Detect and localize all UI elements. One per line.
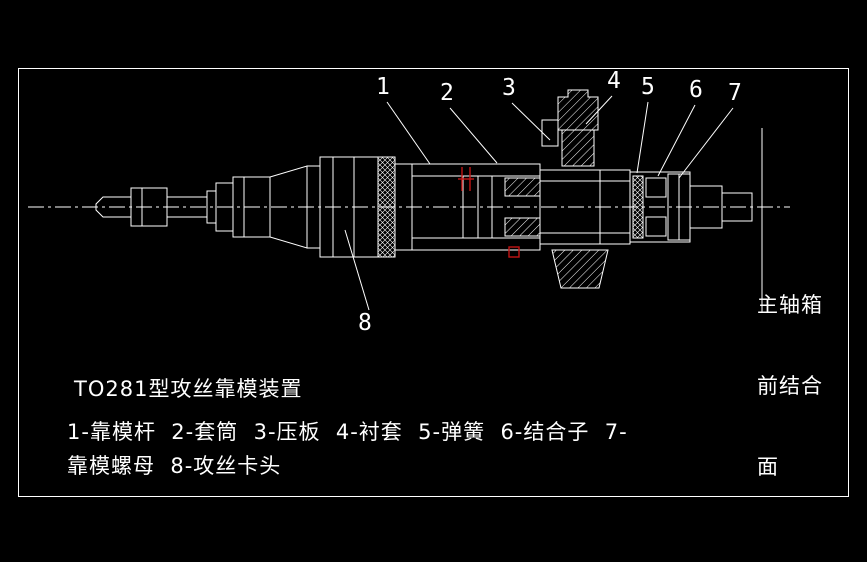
leader-2	[449, 107, 498, 164]
leader-3	[511, 102, 551, 141]
drawing-title: TO281型攻丝靠模装置	[74, 377, 303, 401]
sleeve-body	[411, 163, 541, 251]
part-callout-4: 4	[607, 68, 621, 94]
leader-7	[678, 107, 734, 179]
pressure-plate-and-bushing	[541, 89, 599, 167]
spring-section	[632, 175, 644, 239]
part-callout-6: 6	[689, 77, 703, 103]
joint-face-note: 主轴箱 前结合 面	[757, 238, 837, 535]
leader-1	[386, 101, 431, 165]
leader-6	[657, 104, 696, 177]
joint-face-note-line-2: 前结合	[757, 374, 823, 398]
part-callout-2: 2	[440, 80, 454, 106]
part-callout-5: 5	[641, 74, 655, 100]
joint-face-note-line-3: 面	[757, 455, 779, 479]
part-callout-7: 7	[728, 80, 742, 106]
tapping-chuck	[306, 156, 413, 258]
drawing-border-frame	[18, 68, 849, 497]
leader-lines	[344, 95, 734, 311]
parts-legend-line-1: 1-靠模杆 2-套筒 3-压板 4-衬套 5-弹簧 6-结合子 7-	[67, 420, 628, 444]
leader-8	[344, 229, 370, 311]
end-shaft	[689, 185, 753, 229]
part-callout-1: 1	[376, 74, 390, 100]
parts-legend-line-2: 靠模螺母 8-攻丝卡头	[67, 454, 282, 478]
knurled-ring	[377, 156, 396, 258]
bottom-lug	[551, 249, 609, 289]
part-callout-3: 3	[502, 75, 516, 101]
part-callout-8: 8	[358, 310, 372, 336]
leader-5	[636, 101, 649, 174]
leader-4	[585, 95, 613, 125]
copying-rod	[95, 165, 308, 249]
red-annotation-marks	[458, 167, 520, 258]
joint-face-note-line-1: 主轴箱	[757, 293, 823, 317]
